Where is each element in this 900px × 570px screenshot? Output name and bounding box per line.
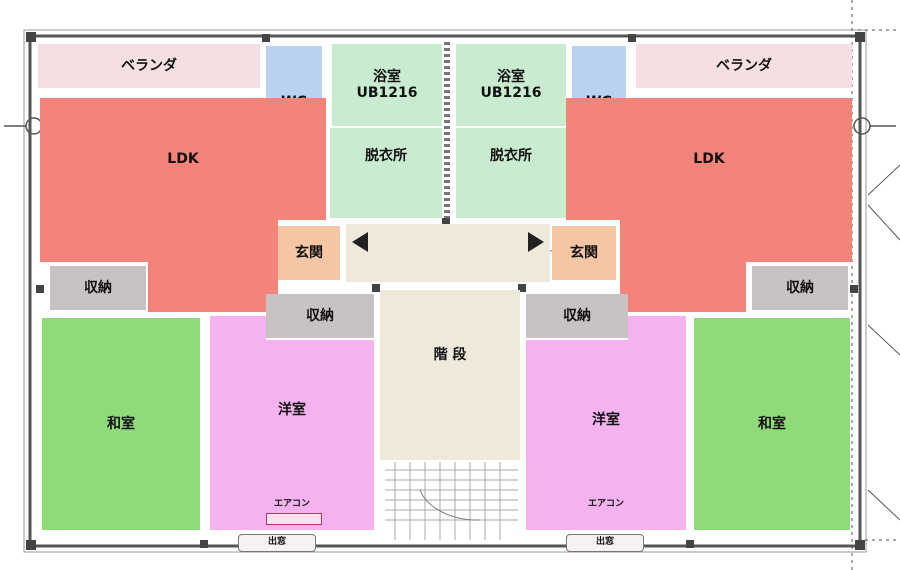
bay-window-text: 出窓: [267, 537, 286, 547]
room-label: 和室: [107, 415, 135, 432]
arrow-left-icon: [352, 232, 368, 252]
dressing-room-right: 脱衣所: [456, 128, 566, 218]
ldk-left-ext1: [40, 218, 148, 262]
storage-right-2: 収納: [526, 294, 628, 338]
room-label: 脱衣所: [490, 148, 532, 164]
room-label: 浴室 UB1216: [480, 68, 542, 101]
ldk-right-ext1: [620, 218, 852, 262]
japanese-room-left: 和室: [42, 318, 200, 530]
bath-right: 浴室 UB1216: [456, 44, 566, 126]
aircon-text: エアコン: [273, 498, 310, 509]
storage-left-2: 収納: [266, 294, 374, 338]
room-label: 和室: [758, 415, 786, 432]
room-label: LDK: [693, 150, 725, 167]
ldk-left-ext2: [148, 218, 278, 312]
aircon-label-right: エアコン: [576, 496, 636, 509]
veranda-left: ベランダ: [38, 44, 260, 88]
bay-window-text: 出窓: [595, 537, 614, 547]
storage-left-1: 収納: [50, 266, 146, 310]
room-label: 浴室 UB1216: [356, 68, 418, 101]
room-label: 玄関: [570, 244, 598, 261]
aircon-unit-left: [266, 513, 322, 525]
staircase: 階 段: [380, 290, 520, 460]
room-label: 洋室: [592, 411, 620, 428]
storage-right-1: 収納: [752, 266, 848, 310]
ldk-right-ext2: [620, 262, 746, 312]
room-label: 収納: [563, 307, 591, 324]
room-label: 脱衣所: [365, 148, 407, 164]
aircon-text: エアコン: [587, 498, 624, 509]
ldk-right: LDK: [566, 98, 852, 220]
bay-window-right: 出窓: [566, 534, 644, 552]
veranda-right: ベランダ: [636, 44, 852, 88]
room-label: 洋室: [278, 401, 306, 418]
bay-window-left: 出窓: [238, 534, 316, 552]
arrow-right-icon: [528, 232, 544, 252]
room-label: 収納: [84, 279, 112, 296]
room-label: 玄関: [295, 244, 323, 261]
aircon-label-left: エアコン: [262, 496, 322, 509]
room-label: 階 段: [427, 344, 473, 366]
room-label: 収納: [786, 279, 814, 296]
room-label: ベランダ: [121, 57, 177, 74]
entrance-right: 玄関: [552, 226, 616, 280]
entrance-left: 玄関: [278, 226, 340, 280]
room-label: LDK: [167, 150, 199, 167]
room-label: ベランダ: [716, 57, 772, 74]
western-room-left: 洋室: [210, 340, 374, 530]
dressing-room-left: 脱衣所: [330, 128, 442, 218]
ldk-left: LDK: [40, 98, 326, 220]
bath-left: 浴室 UB1216: [332, 44, 442, 126]
japanese-room-right: 和室: [694, 318, 850, 530]
western-room-right-strip: [628, 316, 686, 346]
common-hall: [346, 224, 550, 282]
room-label: 収納: [306, 307, 334, 324]
western-room-right: 洋室: [526, 340, 686, 530]
